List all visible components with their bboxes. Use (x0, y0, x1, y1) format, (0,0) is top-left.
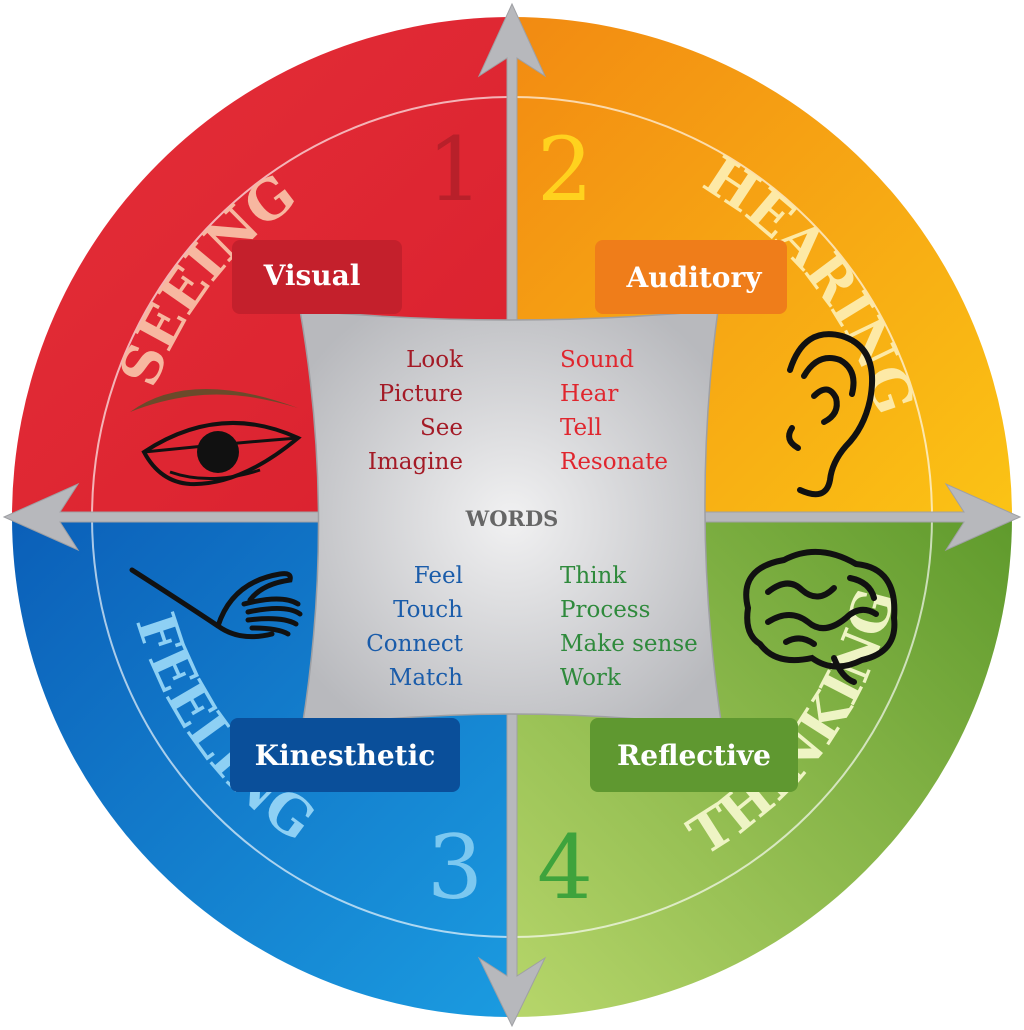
word-item: See (420, 415, 463, 441)
word-list-kinesthetic: Feel Touch Connect Match (366, 563, 464, 691)
number-2: 2 (537, 118, 593, 221)
badge-visual (232, 240, 402, 314)
badge-kinesthetic-label: Kinesthetic (255, 739, 436, 772)
badge-auditory-label: Auditory (626, 261, 763, 294)
brain-icon (743, 548, 898, 685)
number-3: 3 (427, 816, 483, 919)
word-item: Touch (393, 597, 463, 623)
word-item: Look (406, 347, 464, 373)
word-item: Sound (560, 347, 634, 373)
word-list-auditory: Sound Hear Tell Resonate (560, 347, 668, 475)
badge-reflective (590, 718, 798, 792)
word-item: Connect (366, 631, 464, 657)
word-item: Resonate (560, 449, 668, 475)
word-list-visual: Look Picture See Imagine (368, 347, 464, 475)
word-item: Tell (560, 415, 602, 441)
center-label: WORDS (465, 506, 559, 531)
number-1: 1 (427, 118, 483, 221)
eye-icon (130, 388, 302, 487)
word-item: Hear (560, 381, 618, 407)
word-item: Process (560, 597, 650, 623)
word-item: Imagine (368, 449, 463, 475)
word-item: Feel (414, 563, 463, 589)
word-item: Make sense (560, 631, 698, 657)
word-list-reflective: Think Process Make sense Work (560, 563, 698, 691)
badge-kinesthetic (230, 718, 460, 792)
number-4: 4 (537, 816, 593, 919)
badge-visual-label: Visual (263, 259, 361, 292)
ear-icon (786, 331, 876, 498)
hand-icon (129, 567, 303, 640)
badge-auditory (595, 240, 787, 314)
word-item: Work (560, 665, 622, 691)
word-item: Think (560, 563, 627, 589)
word-item: Picture (379, 381, 463, 407)
badge-reflective-label: Reflective (617, 739, 771, 772)
word-item: Match (389, 665, 463, 691)
